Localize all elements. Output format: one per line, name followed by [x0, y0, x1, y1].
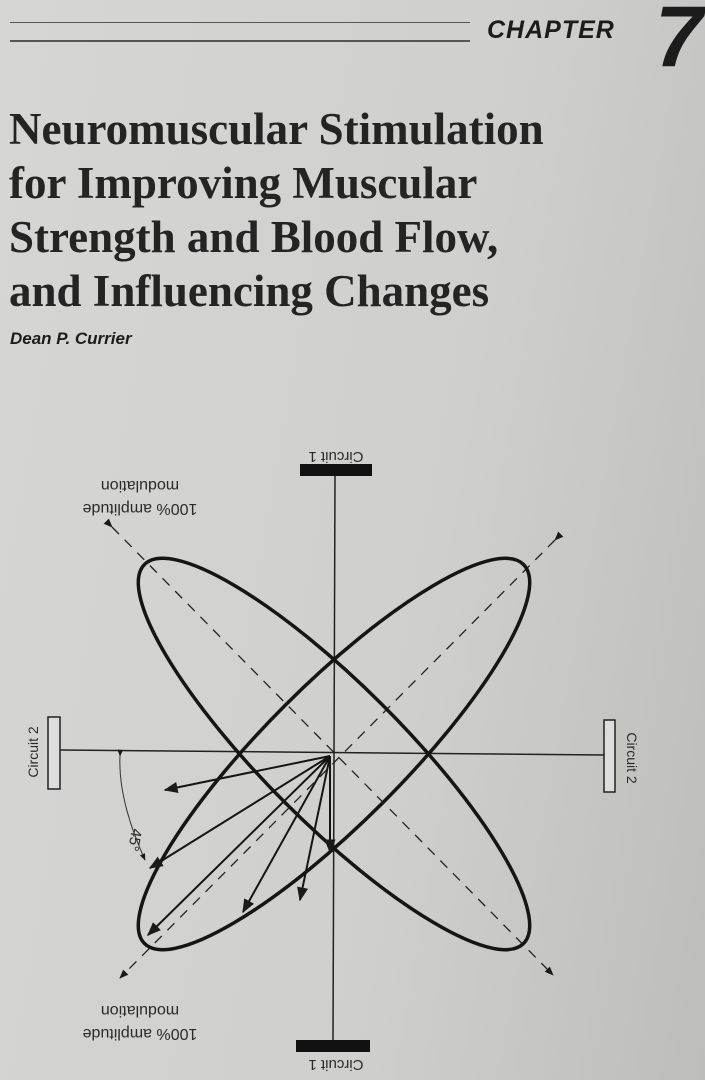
circuit1-electrode-bottom: [296, 1040, 370, 1052]
title-line: for Improving Muscular: [9, 158, 478, 208]
author: Dean P. Currier: [10, 329, 132, 348]
modulation-line1: 100% amplitude: [83, 1025, 198, 1042]
header-rule-bottom: [10, 40, 470, 42]
header-rule-top: [10, 22, 470, 23]
circuit1-label-top: Circuit 1: [308, 448, 363, 465]
ellipse-nw-se: [136, 556, 532, 952]
chapter-number: 7: [655, 0, 703, 85]
circuit2-label-left: Circuit 2: [25, 726, 41, 778]
vector-arrow: [242, 755, 331, 914]
circuit2-electrode-left: [47, 716, 61, 790]
title-line: Neuromuscular Stimulation: [9, 104, 544, 154]
title-line: Strength and Blood Flow,: [9, 212, 499, 262]
chapter-title: Neuromuscular Stimulation for Improving …: [9, 102, 699, 318]
modulation-line2: modulation: [101, 1002, 179, 1019]
modulation-line1: 100% amplitude: [83, 500, 198, 517]
chapter-label: CHAPTER: [487, 16, 615, 44]
vector-arrow: [147, 755, 331, 936]
interferential-current-diagram: Circuit 1 Circuit 1 Circuit 2 Circuit 2 …: [25, 448, 640, 1073]
vector-arrow: [148, 755, 331, 869]
ellipse-ne-sw: [136, 556, 532, 952]
circuit2-electrode-right: [603, 719, 616, 793]
circuit1-label-bottom: Circuit 1: [308, 1056, 363, 1073]
modulation-label-top: 100% amplitude modulation: [83, 477, 198, 517]
title-line: and Influencing Changes: [9, 266, 490, 316]
vector-arrow: [297, 755, 331, 902]
vector-arrow: [163, 755, 331, 793]
circuit1-electrode-top: [300, 464, 372, 476]
modulation-axis-ne-sw: [119, 531, 564, 979]
resultant-vectors: [147, 755, 336, 936]
angle-label: 45°: [124, 827, 145, 852]
modulation-label-bottom: 100% amplitude modulation: [83, 1002, 198, 1042]
modulation-line2: modulation: [101, 477, 179, 494]
circuit2-label-right: Circuit 2: [624, 732, 640, 784]
circuit1-axis: [332, 475, 336, 1041]
